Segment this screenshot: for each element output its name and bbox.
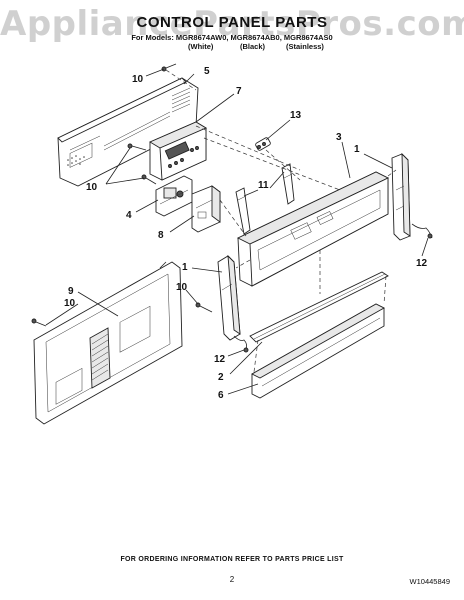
leader-lines bbox=[45, 68, 429, 395]
callout-6: 6 bbox=[218, 390, 224, 401]
ordering-note: FOR ORDERING INFORMATION REFER TO PARTS … bbox=[120, 556, 344, 563]
finish-stainless-label: (Stainless) bbox=[286, 42, 324, 51]
finish-white-label: (White) bbox=[188, 42, 214, 51]
part-10-screws-middle bbox=[127, 143, 157, 185]
callout-12-left: 12 bbox=[214, 354, 226, 365]
part-2-trim-strip bbox=[249, 271, 389, 343]
models-line: For Models: MGR8674AW0, MGR8674AB0, MGR8… bbox=[131, 33, 333, 42]
callout-13: 13 bbox=[290, 110, 302, 121]
part-10-screw-top bbox=[161, 63, 177, 72]
part-12-screw-right bbox=[411, 223, 433, 239]
callout-5: 5 bbox=[204, 66, 210, 77]
callout-11: 11 bbox=[258, 180, 269, 191]
document-number: W10445849 bbox=[409, 577, 450, 586]
part-3-control-panel bbox=[236, 171, 390, 287]
part-10-screw-lower bbox=[195, 302, 213, 313]
part-4-relay-board bbox=[155, 175, 193, 217]
part-1-end-cap-right bbox=[391, 152, 411, 241]
callout-12-right: 12 bbox=[416, 258, 428, 269]
callout-2: 2 bbox=[218, 372, 224, 383]
part-11-end-brackets bbox=[235, 163, 295, 235]
callouts: 10 5 7 13 3 1 10 11 4 8 12 1 9 10 10 12 … bbox=[64, 66, 428, 401]
part-10-screw-bottom bbox=[31, 318, 47, 327]
callout-10-lower: 10 bbox=[176, 282, 188, 293]
callout-3: 3 bbox=[336, 132, 342, 143]
part-9-rear-panel bbox=[33, 261, 183, 425]
part-6-vent-bar bbox=[251, 303, 385, 399]
callout-10-bottom-left: 10 bbox=[64, 298, 76, 309]
assembly-guide-lines bbox=[165, 69, 397, 373]
watermark-logo: AppliancePartsPros.com bbox=[0, 4, 464, 44]
callout-8: 8 bbox=[158, 230, 164, 241]
part-1-end-cap-left bbox=[217, 254, 241, 341]
callout-1-left: 1 bbox=[182, 262, 188, 273]
callout-1-right: 1 bbox=[354, 144, 360, 155]
page-title: CONTROL PANEL PARTS bbox=[136, 14, 328, 31]
part-5-control-housing bbox=[57, 77, 199, 187]
part-7-electronic-control bbox=[149, 121, 207, 181]
callout-9: 9 bbox=[68, 286, 74, 297]
callout-10-middle: 10 bbox=[86, 182, 98, 193]
part-8-bracket bbox=[191, 185, 221, 233]
finish-black-label: (Black) bbox=[240, 42, 266, 51]
page-number: 2 bbox=[229, 575, 235, 584]
callout-4: 4 bbox=[126, 210, 132, 221]
callout-7: 7 bbox=[236, 86, 242, 97]
callout-10-top: 10 bbox=[132, 74, 144, 85]
part-13-clip bbox=[255, 137, 271, 151]
part-12-screw-left bbox=[233, 335, 249, 353]
